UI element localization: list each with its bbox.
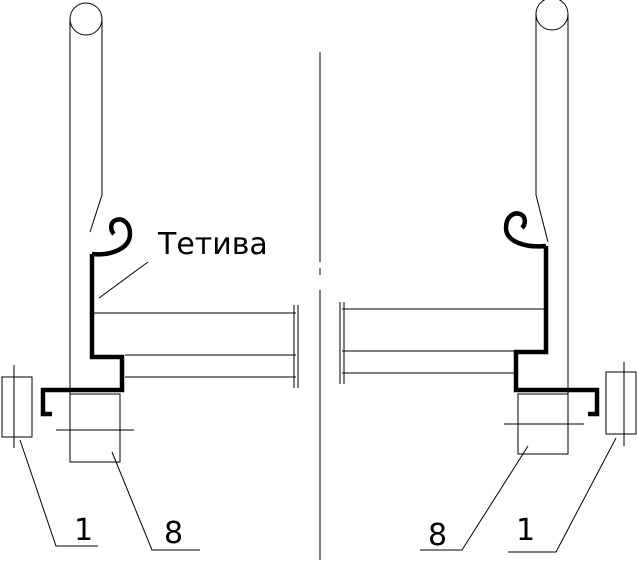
right-side-plate [605,371,637,435]
right-post-inner-edge [535,14,549,243]
right-callout-8: 8 [428,518,447,553]
right-callout-1: 1 [516,513,535,548]
left-post-top-circle [69,2,103,36]
stringer-label: Тетива [157,227,268,262]
right-leader-8 [420,445,529,551]
right-leader-1 [508,437,617,553]
right-stringer-profile [513,246,600,417]
left-leader-8 [111,451,200,551]
right-post-top-circle [535,0,569,31]
left-callout-1: 1 [74,513,93,548]
left-assembly: 1 8 Тетива [1,2,299,551]
left-side-plate [1,376,33,438]
left-leader-1 [19,439,98,547]
right-assembly: 8 1 [339,0,637,553]
right-hook [503,211,547,249]
stringer-leader [98,261,149,299]
left-base-block [69,393,121,463]
left-stringer-profile [40,254,125,417]
left-post-inner-edge [89,19,103,233]
left-hook [91,217,133,257]
left-callout-8: 8 [164,516,183,551]
